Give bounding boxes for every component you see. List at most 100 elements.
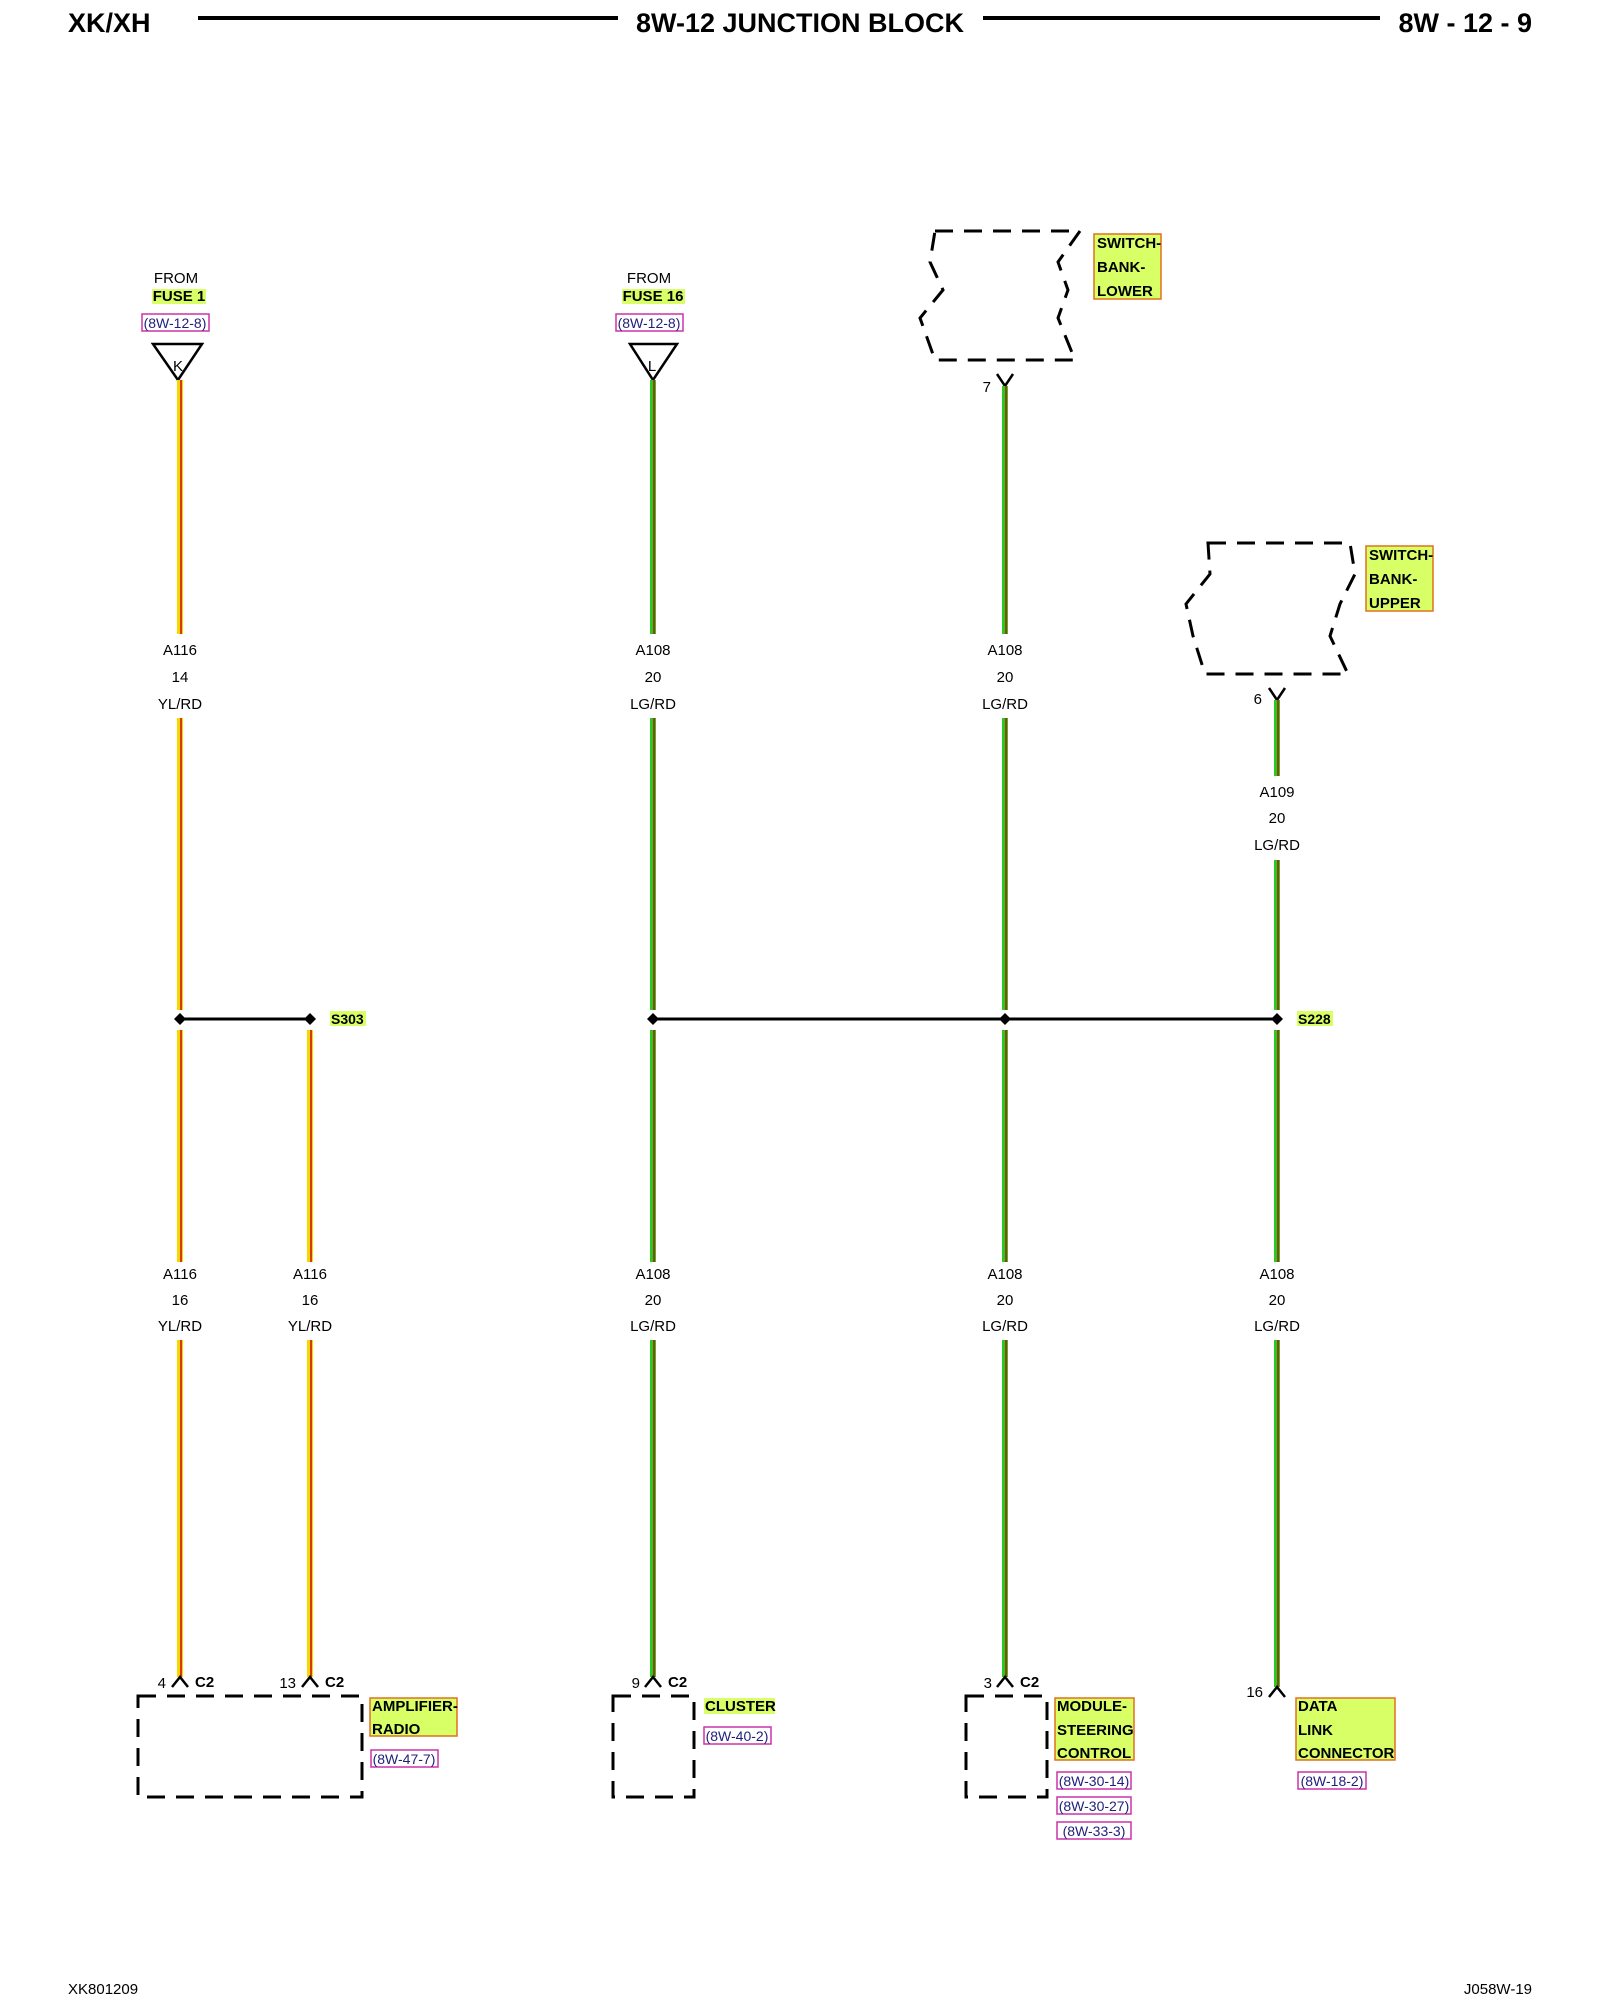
w1b-lower-circuit: A116	[293, 1266, 327, 1283]
fuse1-pin: K	[173, 358, 183, 375]
splice-s303-node-2	[304, 1013, 316, 1025]
w2-upper-color: LG/RD	[630, 696, 676, 713]
dlc-ref[interactable]: (8W-18-2)	[1301, 1773, 1364, 1789]
dlc-line1: DATA	[1298, 1698, 1338, 1715]
amp-radio-conn-4: C2	[195, 1674, 214, 1691]
fuse1-highlight	[152, 289, 206, 304]
amp-radio-pin-4: 4	[158, 1675, 166, 1692]
steering-terminal-3	[996, 1674, 1014, 1688]
cluster-ref[interactable]: (8W-40-2)	[706, 1728, 769, 1744]
amp-radio-label-box	[369, 1697, 458, 1737]
wire-segment-w1-lower-top	[177, 1030, 183, 1262]
w3-upper-gauge: 20	[997, 669, 1014, 686]
fuse16-pin: L	[648, 358, 656, 375]
w2-lower-color: LG/RD	[630, 1318, 676, 1335]
fuse16-ref-box	[615, 313, 684, 332]
steering-conn: C2	[1020, 1674, 1039, 1691]
amp-radio-pin-13: 13	[279, 1675, 296, 1692]
fuse16-connector-triangle	[627, 342, 680, 383]
splice-s228-highlight	[1297, 1011, 1333, 1026]
switch-bank-lower-line1: SWITCH-	[1097, 235, 1161, 252]
w4-upper-gauge: 20	[1269, 810, 1286, 827]
w4-lower-circuit: A108	[1259, 1266, 1294, 1283]
wire-label-w4-lower: A108 20 LG/RD	[1254, 1266, 1300, 1335]
amp-radio-line1: AMPLIFIER-	[372, 1698, 458, 1715]
w4-upper-color: LG/RD	[1254, 837, 1300, 854]
wire-segment-w2-upper-top	[650, 380, 656, 634]
steering-ref2[interactable]: (8W-30-27)	[1059, 1798, 1130, 1814]
wire-label-w3-lower: A108 20 LG/RD	[982, 1266, 1028, 1335]
amp-radio-line2: RADIO	[372, 1721, 421, 1738]
w1b-lower-color: YL/RD	[288, 1318, 332, 1335]
w3-lower-color: LG/RD	[982, 1318, 1028, 1335]
steering-ref3-box	[1056, 1821, 1132, 1840]
splice-s303-node-1	[174, 1013, 186, 1025]
switch-bank-upper-terminal	[1267, 687, 1287, 703]
cluster-pin-9: 9	[632, 1675, 640, 1692]
splice-s303-highlight	[330, 1011, 366, 1026]
wire-segment-w4-upper-bottom	[1274, 860, 1280, 1010]
fuse16-from-label: FROM	[627, 270, 671, 287]
fuse1-from-label: FROM	[154, 270, 198, 287]
cluster-label-box	[704, 1698, 775, 1714]
fuse16-ref[interactable]: (8W-12-8)	[618, 315, 681, 331]
fuse1-ref[interactable]: (8W-12-8)	[144, 315, 207, 331]
switch-bank-upper-pin: 6	[1254, 691, 1262, 708]
w4-lower-color: LG/RD	[1254, 1318, 1300, 1335]
amp-radio-terminal-4	[171, 1674, 189, 1688]
fuse16-label: FUSE 16	[623, 288, 684, 305]
cluster-terminal-9	[644, 1674, 662, 1688]
steering-line1: MODULE-	[1057, 1698, 1127, 1715]
steering-ref2-box	[1056, 1796, 1132, 1815]
switch-bank-upper-label-box	[1365, 545, 1434, 612]
wire-segment-w1-lower-bottom	[177, 1340, 183, 1677]
w3-lower-gauge: 20	[997, 1292, 1014, 1309]
steering-ref1-box	[1056, 1771, 1132, 1790]
splice-s228-node-2	[999, 1013, 1011, 1025]
wire-segment-w2-lower-bottom	[650, 1340, 656, 1677]
dlc-label-box	[1295, 1697, 1396, 1761]
w3-upper-circuit: A108	[987, 642, 1022, 659]
wire-segment-w2-lower-top	[650, 1030, 656, 1262]
steering-label-box	[1054, 1697, 1135, 1761]
fuse1-connector-triangle	[150, 342, 205, 383]
dlc-line2: LINK	[1298, 1722, 1333, 1739]
switch-bank-lower-pin: 7	[983, 379, 991, 396]
splice-s228-label: S228	[1298, 1011, 1331, 1027]
dlc-line3: CONNECTOR	[1298, 1745, 1395, 1762]
w1-upper-color: YL/RD	[158, 696, 202, 713]
amp-radio-ref[interactable]: (8W-47-7)	[373, 1751, 436, 1767]
wire-label-w2-upper: A108 20 LG/RD	[630, 642, 676, 713]
w1-upper-gauge: 14	[172, 669, 189, 686]
header-right: 8W - 12 - 9	[1398, 8, 1532, 38]
wire-layer	[177, 380, 1280, 1687]
cluster-line1: CLUSTER	[705, 1698, 776, 1715]
footer-right: J058W-19	[1464, 1981, 1532, 1998]
switch-bank-lower-terminal	[995, 373, 1015, 389]
switch-bank-lower-label-box	[1093, 233, 1162, 300]
w3-upper-color: LG/RD	[982, 696, 1028, 713]
wire-segment-w4-lower-bottom	[1274, 1340, 1280, 1687]
w1-lower-color: YL/RD	[158, 1318, 202, 1335]
wire-segment-w2-upper-bottom	[650, 718, 656, 1010]
fuse1-label: FUSE 1	[153, 288, 206, 305]
amp-radio-conn-13: C2	[325, 1674, 344, 1691]
steering-body	[964, 1694, 1049, 1799]
w2-upper-circuit: A108	[635, 642, 670, 659]
page-title: 8W-12 JUNCTION BLOCK	[636, 8, 964, 38]
steering-ref3[interactable]: (8W-33-3)	[1063, 1823, 1126, 1839]
splice-s228-node-1	[647, 1013, 659, 1025]
w1-lower-circuit: A116	[163, 1266, 197, 1283]
cluster-body	[611, 1694, 696, 1799]
wire-label-w1b-lower: A116 16 YL/RD	[288, 1266, 332, 1335]
wire-segment-w4-upper-top	[1274, 700, 1280, 776]
wire-segment-w3-lower-top	[1002, 1030, 1008, 1262]
wire-segment-w1-upper-bottom	[177, 718, 183, 1010]
steering-ref1[interactable]: (8W-30-14)	[1059, 1773, 1130, 1789]
footer-left: XK801209	[68, 1981, 138, 1998]
wire-segment-w1b-lower-bottom	[307, 1340, 313, 1677]
wire-segment-w3-upper-top	[1002, 386, 1008, 634]
w1b-lower-gauge: 16	[302, 1292, 319, 1309]
